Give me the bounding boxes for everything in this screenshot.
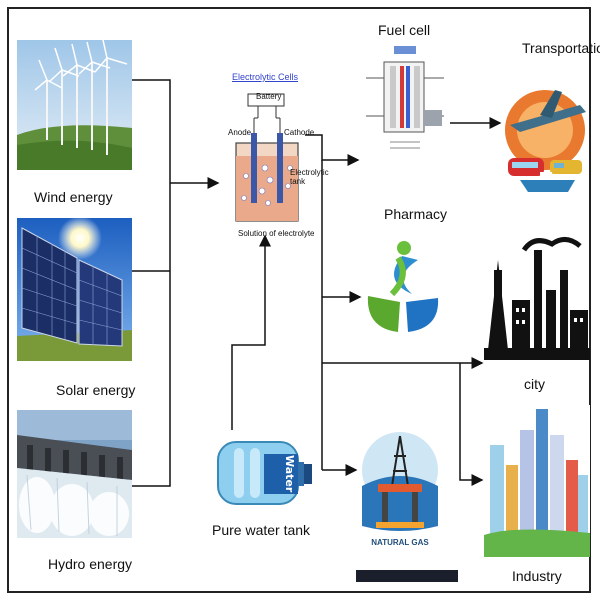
pharmacy-label: Pharmacy [384, 206, 448, 222]
electrolytic-cell-diagram [220, 88, 315, 238]
anode-label: Anode [228, 128, 252, 137]
wind-turbines-image [17, 40, 132, 170]
natural-gas-image: NATURAL GAS [356, 426, 444, 558]
electrolytic-cells-title: Electrolytic Cells [232, 72, 299, 82]
fuel-cell-diagram [360, 44, 450, 156]
hydro-energy-label: Hydro energy [48, 556, 133, 572]
electrolytic-tank-label: Electrolytic tank [290, 168, 329, 186]
pure-water-tank-label: Pure water tank [212, 522, 311, 538]
city-label: city [524, 376, 545, 392]
battery-label: Battery [256, 92, 282, 101]
solar-energy-label: Solar energy [56, 382, 136, 398]
hydro-dam-image [17, 410, 132, 538]
diagram-frame [7, 7, 591, 593]
fuel-cell-title: Fuel cell [378, 22, 431, 38]
industry-image [484, 405, 590, 557]
solar-panels-image [17, 218, 132, 361]
transportation-label: Transportation [522, 40, 600, 56]
cathode-label: Cathode [284, 128, 315, 137]
water-connector [231, 234, 271, 430]
wind-connector [132, 79, 171, 487]
natural-gas-caption: NATURAL GAS [371, 538, 429, 547]
water-bottle-label: Water [283, 455, 296, 493]
water-bottle-image: Water [214, 432, 314, 512]
industry-label: Industry [512, 568, 562, 584]
to-fuel-cell-arrow [305, 134, 360, 166]
transportation-image [500, 80, 595, 200]
pharmacy-image [362, 236, 444, 336]
wind-energy-label: Wind energy [34, 189, 113, 205]
solution-label: Solution of electrolyte [238, 229, 315, 238]
to-industry-arrow [459, 363, 484, 486]
natural-gas-footer-bar [356, 570, 458, 582]
city-image [484, 230, 590, 360]
